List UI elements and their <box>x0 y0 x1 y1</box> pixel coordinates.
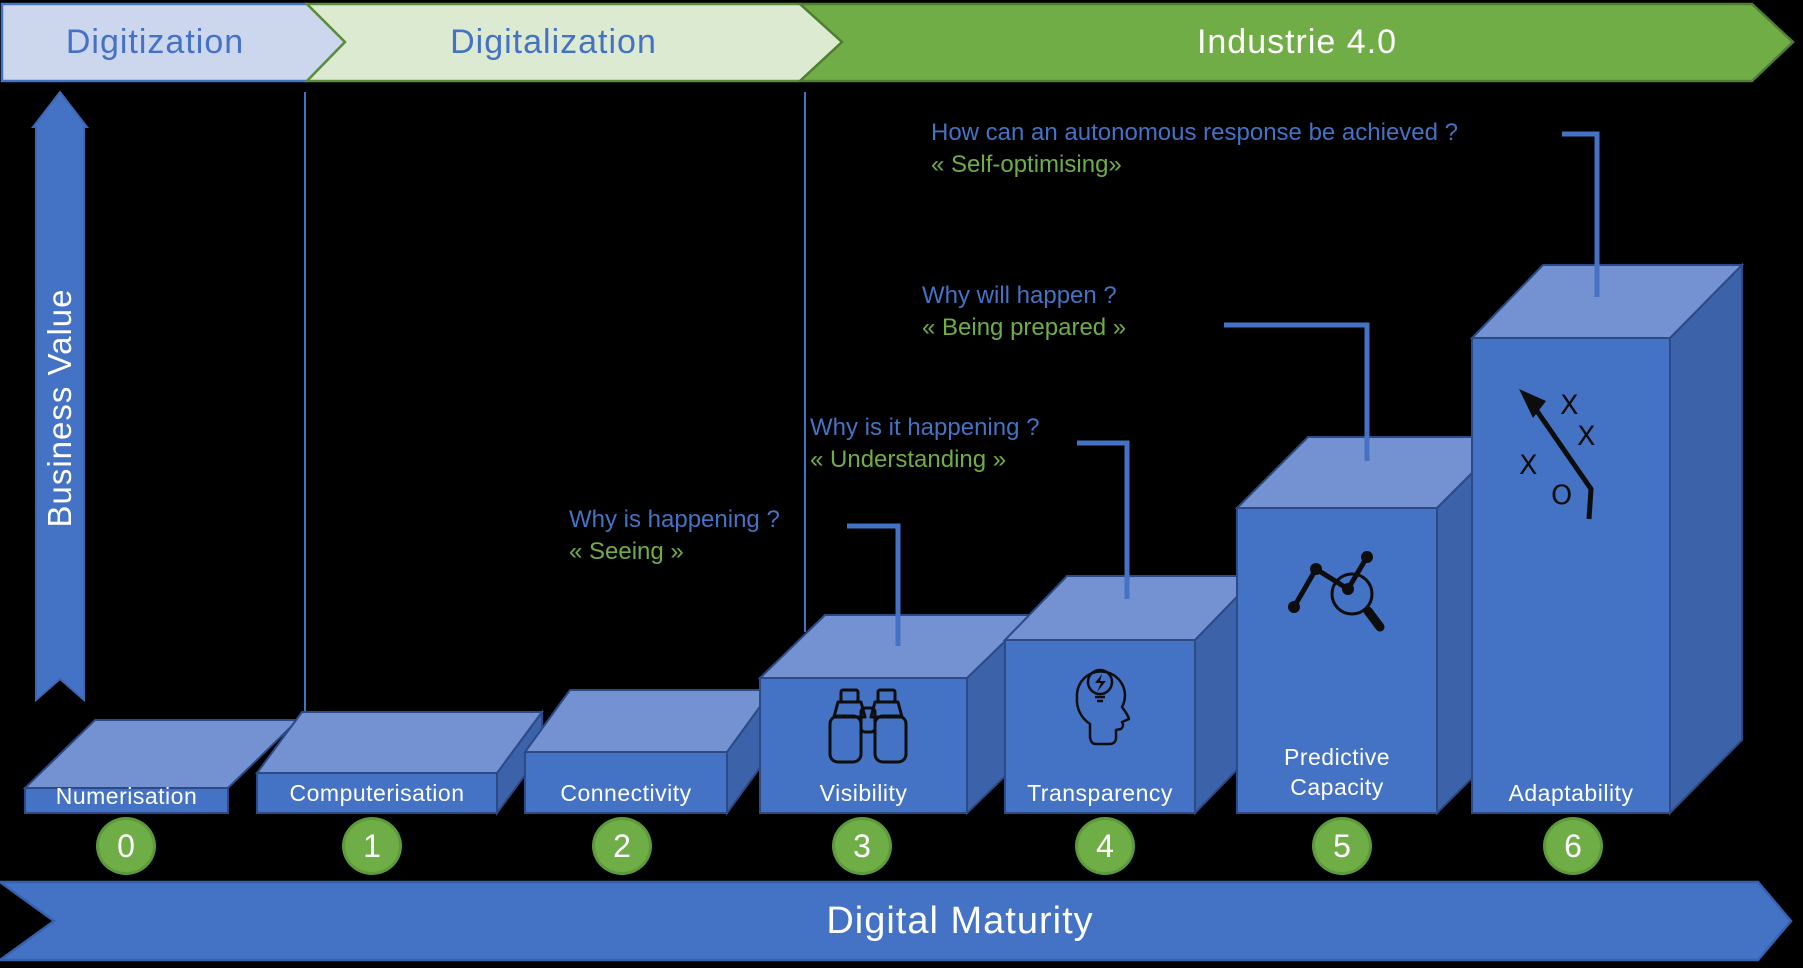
annotation-seeing-answer: « Seeing » <box>569 538 684 565</box>
annotation-seeing-question: Why is happening ? <box>569 506 780 533</box>
predictive-front-face <box>1236 507 1438 814</box>
industrie40-chevron <box>796 2 1795 83</box>
annotation-self-optimising: How can an autonomous response be achiev… <box>931 117 1458 181</box>
level-badge-4: 4 <box>1075 817 1135 875</box>
level-number-6: 6 <box>1564 827 1582 864</box>
level-number-2: 2 <box>613 827 631 864</box>
computerisation-top-face <box>255 711 544 774</box>
adaptability-side-face <box>1669 262 1743 816</box>
digital-maturity-axis-label: Digital Maturity <box>826 899 1094 942</box>
step-label-adaptability: Adaptability <box>1508 780 1634 806</box>
step-label-transparency: Transparency <box>1027 780 1173 806</box>
scatter-magnifier-icon <box>1288 551 1385 632</box>
level-badge-1: 1 <box>342 817 402 875</box>
step-box-adaptability <box>1469 262 1745 816</box>
computerisation-front-face <box>256 772 498 814</box>
level-badge-6: 6 <box>1543 817 1603 875</box>
step-box-transparency <box>1002 573 1260 816</box>
level-badge-2: 2 <box>592 817 652 875</box>
strategy-letter-x1: X <box>1560 390 1579 421</box>
annotation-self-optimising-question: How can an autonomous response be achiev… <box>931 119 1459 146</box>
annotation-understanding-question: Why is it happening ? <box>810 414 1040 441</box>
business-value-arrow <box>30 90 90 703</box>
being-prepared-connector <box>1224 322 1370 461</box>
step-label-visibility: Visibility <box>819 780 908 806</box>
understanding-connector <box>1077 440 1130 599</box>
step-label-connectivity: Connectivity <box>560 780 692 806</box>
seeing-connector <box>847 523 901 646</box>
self-optimising-connector <box>1562 131 1600 297</box>
level-badge-0: 0 <box>96 817 156 875</box>
visibility-front-face <box>759 677 968 814</box>
level-badge-5: 5 <box>1312 817 1372 875</box>
step-label-predictive-capacity: Predictive Capacity <box>1284 744 1390 800</box>
step-box-connectivity <box>523 686 774 817</box>
level-number-3: 3 <box>853 827 871 864</box>
numerisation-front-face <box>24 787 229 814</box>
binoculars-icon <box>828 688 908 764</box>
annotation-being-prepared: Why will happen ? « Being prepared » <box>922 280 1126 344</box>
adaptability-front-face <box>1471 337 1671 814</box>
digital-maturity-arrow <box>0 880 1793 962</box>
step-box-computerisation <box>255 708 544 817</box>
strategy-letter-x3: X <box>1519 450 1538 481</box>
step-label-numerisation: Numerisation <box>55 783 198 809</box>
level-number-1: 1 <box>363 827 381 864</box>
banner-label-digitalization: Digitalization <box>450 23 657 61</box>
annotation-being-prepared-question: Why will happen ? <box>922 282 1117 309</box>
strategy-arrow-icon <box>1519 389 1594 520</box>
level-number-0: 0 <box>117 827 135 864</box>
annotation-understanding-answer: « Understanding » <box>810 446 1007 473</box>
strategy-letter-x2: X <box>1577 421 1596 452</box>
annotation-self-optimising-answer: « Self-optimising» <box>931 151 1122 178</box>
annotation-understanding: Why is it happening ? « Understanding » <box>810 412 1039 476</box>
banner-label-digitization: Digitization <box>65 23 245 61</box>
level-number-4: 4 <box>1096 827 1114 864</box>
level-number-5: 5 <box>1333 827 1351 864</box>
connectivity-front-face <box>524 751 728 814</box>
step-label-computerisation: Computerisation <box>289 780 465 806</box>
business-value-axis-label: Business Value <box>41 288 78 528</box>
annotation-seeing: Why is happening ? « Seeing » <box>569 504 780 568</box>
banner-label-industrie40: Industrie 4.0 <box>1196 23 1398 61</box>
annotation-being-prepared-answer: « Being prepared » <box>922 314 1127 341</box>
head-lightbulb-icon <box>1075 668 1131 746</box>
strategy-letter-o: O <box>1551 480 1573 511</box>
level-badge-3: 3 <box>832 817 892 875</box>
connectivity-top-face <box>523 689 774 753</box>
